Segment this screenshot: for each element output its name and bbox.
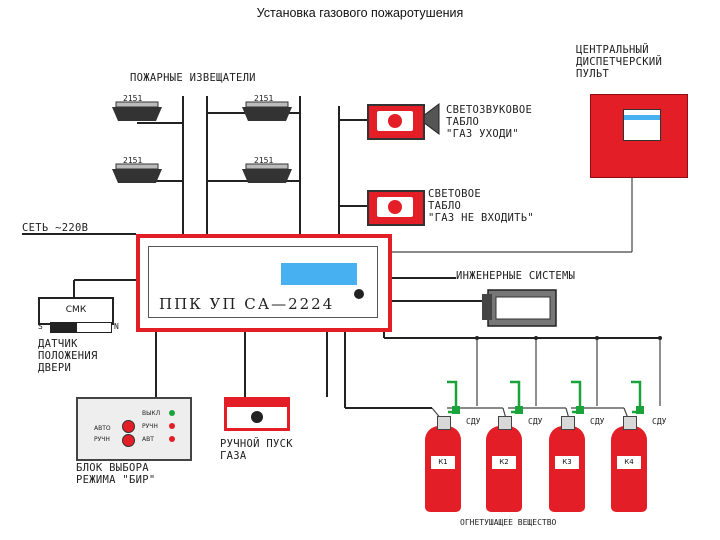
- manual-mode-button: [122, 434, 135, 447]
- light-board-label: СВЕТОВОЕ ТАБЛО "ГАЗ НЕ ВХОДИТЬ": [428, 188, 534, 224]
- light-board: [367, 190, 425, 226]
- detector-model-label: 2151: [254, 156, 274, 165]
- detector-1: [112, 101, 162, 121]
- status-led: [169, 436, 175, 442]
- mains-label: СЕТЬ ~220В: [22, 222, 89, 234]
- fire-detectors-label: ПОЖАРНЫЕ ИЗВЕЩАТЕЛИ: [130, 72, 256, 84]
- gas-cylinder: К1: [425, 416, 461, 512]
- panel-indicator: [354, 289, 364, 299]
- detector-4: [242, 163, 292, 183]
- light-sound-board: [367, 104, 425, 140]
- sdu-label: СДУ: [466, 417, 481, 426]
- gas-cylinder: К4: [611, 416, 647, 512]
- control-panel: ППК УП СА—2224: [136, 234, 392, 332]
- detector-model-label: 2151: [123, 94, 143, 103]
- magnet-symbol: N: [114, 322, 119, 331]
- mode-select-block: ВЫКЛ РУЧН АВТ АВТО РУЧН: [76, 397, 192, 461]
- smk-box: СМК: [38, 297, 114, 325]
- detector-model-label: 2151: [254, 94, 274, 103]
- page-title: Установка газового пожаротушения: [256, 6, 464, 20]
- engineering-systems-label: ИНЖЕНЕРНЫЕ СИСТЕМЫ: [456, 270, 576, 282]
- manual-start-box: [224, 397, 290, 431]
- door-sensor-label: ДАТЧИК ПОЛОЖЕНИЯ ДВЕРИ: [38, 338, 98, 374]
- manual-start-header: [227, 400, 287, 407]
- magnet-symbol: S: [38, 322, 43, 331]
- auto-mode-button: [122, 420, 135, 433]
- central-console: [590, 94, 688, 178]
- sdu-label: СДУ: [652, 417, 667, 426]
- siren-horn: [422, 103, 440, 135]
- detector-2: [242, 101, 292, 121]
- engineering-device: [482, 289, 557, 327]
- door-magnet: [50, 322, 112, 333]
- status-led: [169, 423, 175, 429]
- detector-model-label: 2151: [123, 156, 143, 165]
- console-screen: [623, 109, 661, 141]
- control-panel-name: ППК УП СА—2224: [159, 295, 335, 313]
- status-led: [169, 410, 175, 416]
- mode-block-label: БЛОК ВЫБОРА РЕЖИМА "БИР": [76, 462, 156, 486]
- detector-3: [112, 163, 162, 183]
- sdu-label: СДУ: [590, 417, 605, 426]
- gas-cylinder: К3: [549, 416, 585, 512]
- gas-cylinder: К2: [486, 416, 522, 512]
- extinguishing-agent-label: ОГНЕТУШАЩЕЕ ВЕЩЕСТВО: [460, 518, 557, 527]
- manual-start-label: РУЧНОЙ ПУСК ГАЗА: [220, 438, 293, 462]
- manual-start-button: [251, 411, 263, 423]
- central-console-label: ЦЕНТРАЛЬНЫЙ ДИСПЕТЧЕРСКИЙ ПУЛЬТ: [576, 44, 663, 80]
- panel-display: [281, 263, 357, 285]
- sdu-label: СДУ: [528, 417, 543, 426]
- light-sound-board-label: СВЕТОЗВУКОВОЕ ТАБЛО "ГАЗ УХОДИ": [446, 104, 533, 140]
